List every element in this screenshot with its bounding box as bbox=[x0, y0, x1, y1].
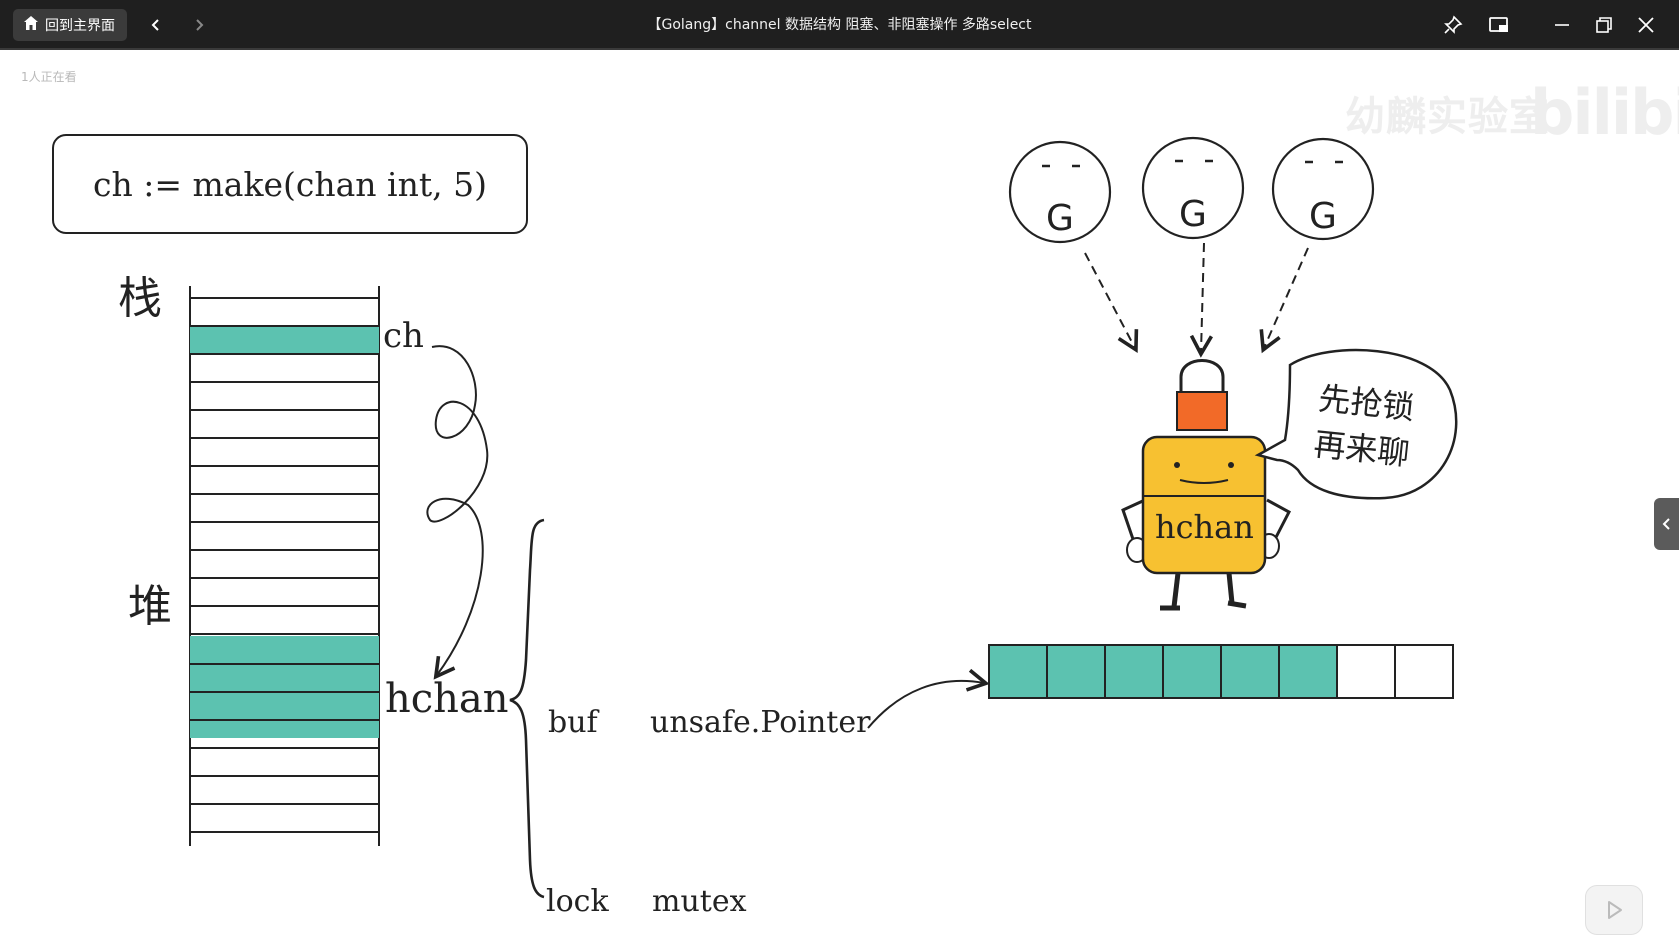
memory-slot-filled bbox=[190, 636, 379, 664]
play-icon bbox=[1608, 901, 1622, 919]
field-buf-type: unsafe.Pointer bbox=[650, 705, 871, 740]
close-icon bbox=[1638, 17, 1654, 33]
goroutine-1-arrow bbox=[1084, 252, 1139, 354]
hchan-struct-label: hchan bbox=[385, 676, 509, 722]
bilibili-logo: bilibili bbox=[1530, 76, 1679, 149]
pin-icon bbox=[1444, 15, 1463, 34]
speech-bubble-text: 先抢锁 再来聊 bbox=[1311, 375, 1416, 477]
buffer-cell-empty bbox=[1336, 644, 1396, 699]
goroutine-2: G bbox=[1141, 136, 1245, 240]
goroutine-label: G bbox=[1309, 196, 1337, 237]
pointer-loop-arrow bbox=[426, 345, 489, 680]
struct-brace bbox=[509, 518, 545, 899]
mascot-label: hchan bbox=[1155, 508, 1254, 546]
memory-rows bbox=[190, 297, 379, 833]
goroutine-2-arrow bbox=[1189, 242, 1213, 358]
goroutine-3: G bbox=[1271, 137, 1375, 241]
side-panel-toggle[interactable] bbox=[1654, 498, 1679, 550]
speech-bubble bbox=[1254, 348, 1458, 500]
back-button[interactable] bbox=[143, 12, 169, 38]
memory-slot-filled bbox=[190, 326, 379, 354]
code-statement-box: ch := make(chan int, 5) bbox=[52, 134, 528, 234]
goroutine-1: G bbox=[1008, 140, 1112, 244]
forward-button[interactable] bbox=[186, 12, 212, 38]
channel-buffer bbox=[988, 644, 1454, 699]
home-button[interactable]: 回到主界面 bbox=[13, 9, 127, 41]
stack-label: 栈 bbox=[118, 273, 162, 324]
code-statement: ch := make(chan int, 5) bbox=[93, 164, 487, 204]
restore-icon bbox=[1596, 17, 1612, 33]
buffer-cell-filled bbox=[1104, 644, 1164, 699]
viewer-count: 1人正在看 bbox=[21, 70, 77, 84]
field-buf-name: buf bbox=[548, 705, 598, 740]
field-lock-name: lock bbox=[546, 884, 609, 919]
memory-column bbox=[189, 286, 380, 846]
back-icon bbox=[151, 19, 159, 31]
home-button-label: 回到主界面 bbox=[45, 18, 115, 34]
picture-in-picture-icon bbox=[1489, 17, 1508, 32]
home-icon bbox=[23, 15, 39, 35]
goroutine-3-arrow bbox=[1259, 247, 1309, 354]
play-button[interactable] bbox=[1585, 885, 1643, 935]
buffer-cell-filled bbox=[1278, 644, 1338, 699]
buffer-cell-filled bbox=[1162, 644, 1222, 699]
goroutine-label: G bbox=[1179, 194, 1207, 235]
picture-in-picture-button[interactable] bbox=[1486, 12, 1512, 38]
memory-slot-filled bbox=[190, 692, 379, 720]
buffer-cell-empty bbox=[1394, 644, 1454, 699]
forward-icon bbox=[196, 19, 204, 31]
buf-pointer-arrow bbox=[867, 668, 990, 729]
restore-button[interactable] bbox=[1591, 12, 1617, 38]
close-button[interactable] bbox=[1633, 12, 1659, 38]
pin-button[interactable] bbox=[1440, 12, 1466, 38]
minimize-button[interactable] bbox=[1549, 12, 1575, 38]
goroutine-label: G bbox=[1046, 198, 1074, 239]
buffer-cell-filled bbox=[1220, 644, 1280, 699]
buffer-cell-filled bbox=[988, 644, 1048, 699]
ch-variable-label: ch bbox=[383, 316, 424, 356]
field-lock-type: mutex bbox=[652, 884, 747, 919]
bubble-line-2: 再来聊 bbox=[1311, 424, 1412, 473]
memory-slot-filled bbox=[190, 720, 379, 738]
lock-icon bbox=[1176, 359, 1228, 431]
minimize-icon bbox=[1555, 24, 1569, 26]
hchan-mascot bbox=[1121, 435, 1292, 611]
chevron-left-icon bbox=[1662, 518, 1670, 530]
memory-slot-filled bbox=[190, 664, 379, 692]
channel-watermark: 幼麟实验室 bbox=[1345, 94, 1550, 140]
buffer-cell-filled bbox=[1046, 644, 1106, 699]
heap-label: 堆 bbox=[128, 581, 172, 632]
